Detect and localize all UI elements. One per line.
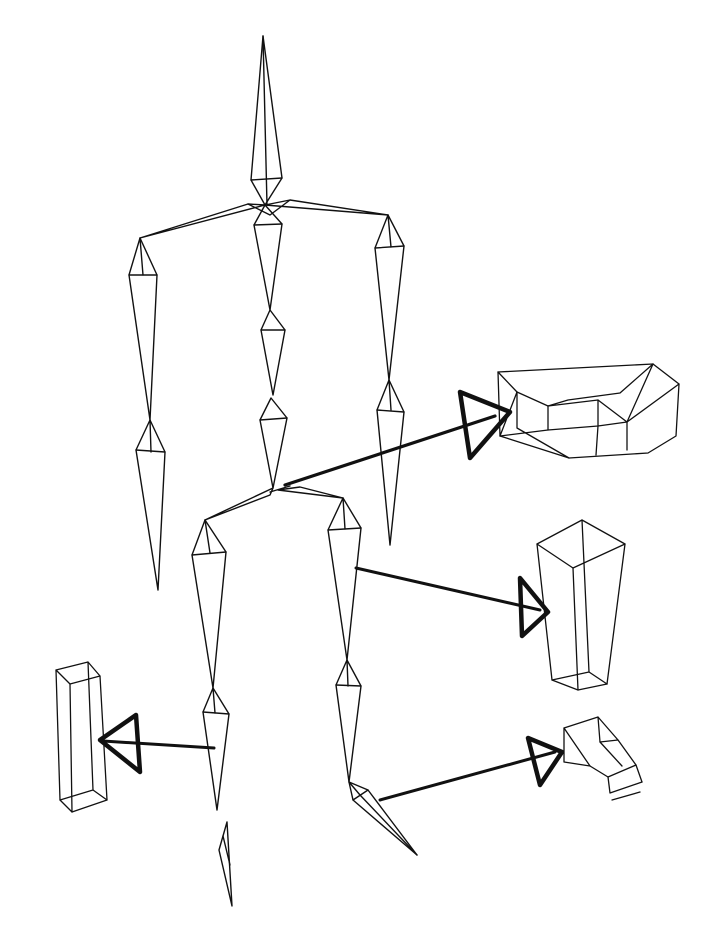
foot-left: [348, 781, 418, 856]
spine-bones: [253, 204, 288, 489]
pelvis-bones: [204, 485, 344, 521]
pelvis-box: [497, 363, 680, 459]
forearm-right: [135, 419, 166, 591]
upper-arm-right: [128, 237, 158, 421]
arrows: [97, 389, 565, 802]
foot-right: [218, 821, 233, 907]
arrow-pelvis: [283, 389, 513, 487]
thigh-left: [327, 497, 362, 661]
thigh-right: [191, 519, 227, 689]
upper-arm-left: [374, 214, 405, 381]
head-bone: [250, 35, 283, 206]
foot-block: [563, 716, 643, 801]
arrow-thigh: [354, 566, 551, 639]
shin-right: [202, 687, 230, 811]
forearm-left: [376, 379, 405, 546]
thigh-prism: [536, 519, 626, 691]
clavicle-bones: [139, 199, 389, 239]
skeleton-figure: [128, 35, 418, 907]
arrow-foot: [378, 735, 565, 802]
shin-prism: [55, 661, 108, 813]
arrow-shin: [97, 712, 216, 775]
shin-left: [335, 659, 362, 783]
